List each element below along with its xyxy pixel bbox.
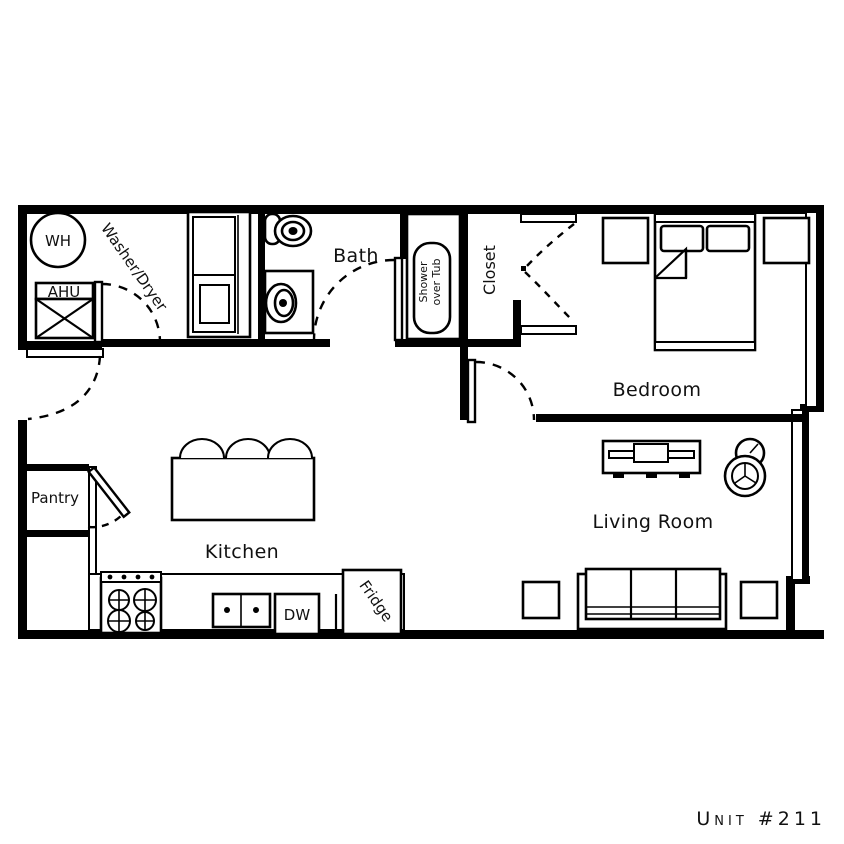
utility-door-leaf — [93, 280, 104, 344]
label-kitchen: Kitchen — [205, 541, 279, 563]
counter-return — [88, 466, 97, 581]
bathtub — [412, 241, 452, 335]
bedroom-furniture — [601, 212, 811, 352]
end-table-left — [521, 580, 561, 620]
closet-swing-bottom — [524, 271, 575, 323]
nightstand-right — [762, 216, 811, 265]
label-shower-over-tub: Shower — [417, 261, 430, 302]
refrigerator — [341, 568, 403, 636]
bedroom-door — [466, 358, 536, 424]
bath-door-swing — [312, 258, 395, 341]
barstool-3 — [267, 438, 313, 459]
closet-door-panel-bottom — [520, 325, 577, 335]
label-closet: Closet — [480, 245, 499, 295]
bedroom-door-leaf — [466, 358, 477, 424]
nightstand-left — [601, 216, 650, 265]
label-pantry: Pantry — [31, 489, 79, 507]
end-table-right — [739, 580, 779, 620]
label-shower-over-tub-b: over Tub — [430, 258, 443, 305]
faucet-dot-3 — [248, 629, 256, 637]
label-bedroom: Bedroom — [613, 379, 702, 401]
pillow-right — [705, 224, 751, 253]
label-bath: Bath — [333, 245, 379, 267]
label-ahu: AHU — [48, 283, 81, 301]
living-room-furniture — [521, 437, 779, 631]
pillow-left — [659, 224, 705, 253]
interior-walls — [23, 209, 808, 537]
kitchen-island — [170, 456, 316, 522]
label-washer-dryer: Washer/Dryer — [97, 220, 171, 315]
windows — [791, 211, 818, 581]
label-dishwasher: DW — [284, 606, 311, 624]
faucet-dot-1 — [226, 629, 234, 637]
entry-door-swing — [27, 355, 102, 421]
label-water-heater: WH — [45, 232, 71, 250]
unit-number-caption: Unit #211 — [696, 808, 826, 830]
headboard — [654, 213, 756, 223]
faucet-dot-2 — [237, 629, 245, 637]
dishwasher — [273, 592, 321, 636]
kitchen-furniture — [86, 438, 405, 637]
pantry-door-leaf — [86, 465, 131, 519]
utility-area — [29, 210, 252, 344]
closet-door-panel-top — [520, 213, 577, 223]
label-living-room: Living Room — [592, 511, 713, 533]
range-controls — [100, 571, 162, 583]
barstool-1 — [179, 438, 225, 459]
bath-fixtures — [263, 212, 462, 342]
closet-swing-top — [524, 223, 575, 269]
closet-doors — [520, 213, 577, 335]
sofa-seat — [584, 567, 722, 621]
bedroom-door-swing — [475, 360, 536, 421]
pantry-door-swing — [87, 515, 122, 529]
entry-door-panel — [26, 348, 104, 358]
water-heater-icon — [29, 211, 87, 269]
bath-door-leaf — [393, 256, 404, 342]
barstool-2 — [225, 438, 271, 459]
room-labels: Bath Bedroom Kitchen Living Room Closet … — [31, 220, 713, 625]
bed-footboard — [654, 341, 756, 351]
entry-door — [26, 348, 104, 421]
